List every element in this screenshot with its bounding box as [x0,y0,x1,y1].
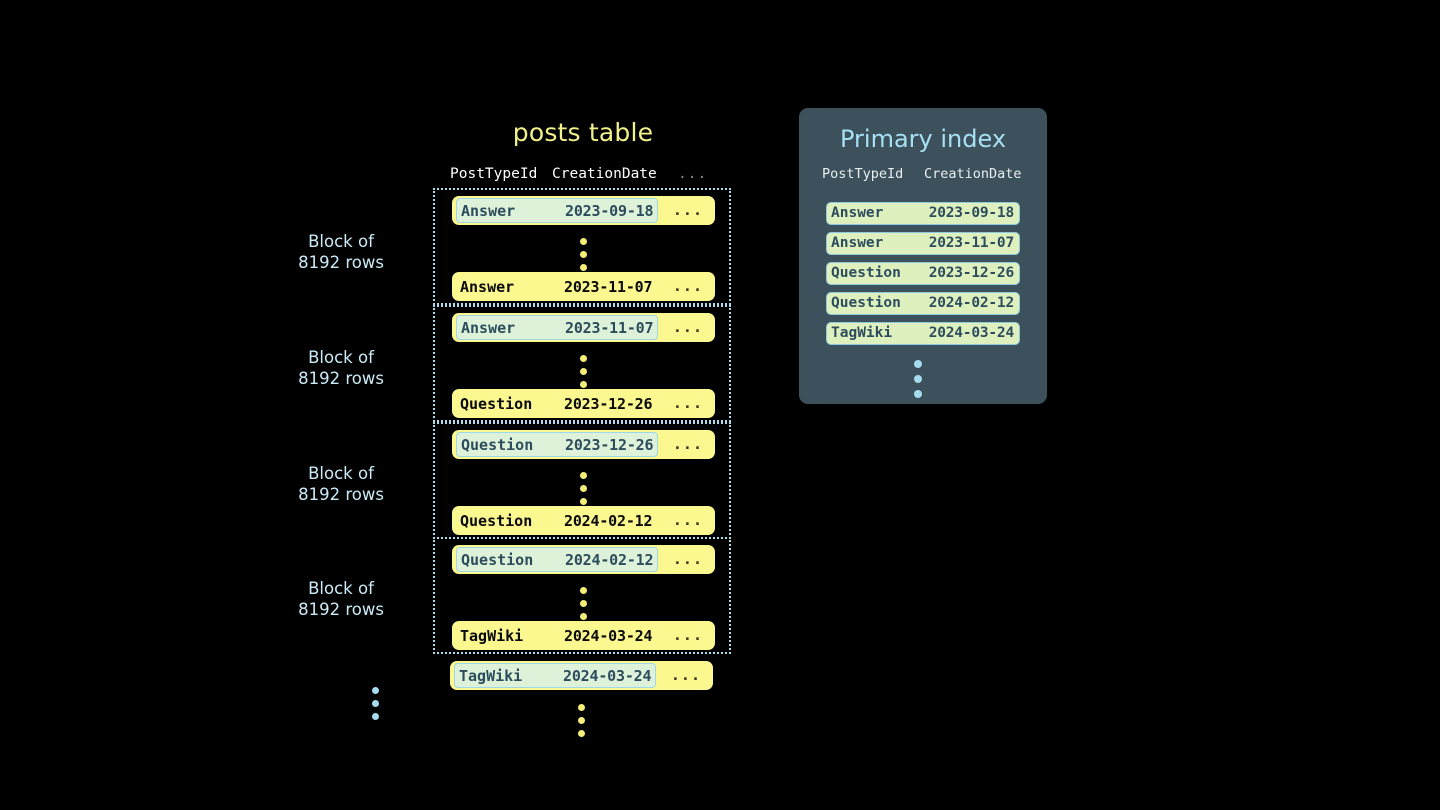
row-posttypeid: Question [460,394,533,413]
dot [580,264,587,271]
dot [372,713,379,720]
table-row: Answer 2023-09-18 ... [452,196,715,225]
index-entry-posttypeid: TagWiki [831,325,893,341]
dot [580,587,587,594]
table-row: Question 2024-02-12 ... [452,545,715,574]
dot [580,613,587,620]
row-ellipsis-vertical [580,472,590,511]
row-posttypeid: TagWiki [459,666,523,685]
row-creationdate: 2023-12-26 [564,394,653,413]
block-4: Question 2024-02-12 ... TagWiki 2024-03-… [433,537,731,654]
row-more-ellipsis: ... [672,277,703,295]
row-creationdate: 2024-03-24 [563,666,652,685]
column-header-more-ellipsis: ... [678,166,708,182]
dot [580,498,587,505]
row-creationdate: 2023-12-26 [565,435,654,454]
index-entry-creationdate: 2024-02-12 [928,295,1015,311]
block-1: Answer 2023-09-18 ... Answer 2023-11-07 … [433,188,731,305]
row-posttypeid: TagWiki [460,626,524,645]
index-continues-ellipsis [914,360,922,405]
row-posttypeid: Answer [461,318,516,337]
table-row: TagWiki 2024-03-24 ... [452,621,715,650]
table-row: Question 2023-12-26 ... [452,389,715,418]
blocks-continue-ellipsis [372,687,382,726]
row-ellipsis-vertical [580,238,590,277]
row-posttypeid: Question [461,550,534,569]
index-entry: Answer 2023-09-18 [826,202,1020,225]
index-column-header-creationdate: CreationDate [924,166,1022,182]
table-row: Question 2024-02-12 ... [452,506,715,535]
primary-index-title: Primary index [839,125,1007,153]
index-column-header-posttypeid: PostTypeId [822,166,904,182]
row-more-ellipsis: ... [672,318,703,336]
dot [914,375,922,383]
block-label-4: Block of 8192 rows [298,579,384,619]
dot [578,717,585,724]
row-more-ellipsis: ... [672,201,703,219]
index-entry-posttypeid: Question [831,265,901,281]
row-more-ellipsis: ... [672,435,703,453]
dot [580,251,587,258]
primary-index-column-headers: PostTypeId CreationDate [799,166,1047,186]
column-header-posttypeid: PostTypeId [450,166,538,182]
table-row: Question 2023-12-26 ... [452,430,715,459]
row-more-ellipsis: ... [672,511,703,529]
index-entry-creationdate: 2023-12-26 [928,265,1015,281]
table-row-trailing: TagWiki 2024-03-24 ... [450,661,713,690]
row-ellipsis-vertical [580,587,590,626]
table-row: Answer 2023-11-07 ... [452,272,715,301]
row-ellipsis-vertical [580,355,590,394]
index-entry: Question 2024-02-12 [826,292,1020,315]
row-creationdate: 2023-11-07 [565,318,654,337]
dot [580,600,587,607]
dot [580,238,587,245]
index-entry-creationdate: 2023-09-18 [928,205,1015,221]
row-creationdate: 2023-11-07 [564,277,653,296]
row-posttypeid: Question [460,511,533,530]
block-label-2: Block of 8192 rows [298,348,384,388]
primary-index-entry-list: Answer 2023-09-18 Answer 2023-11-07 Ques… [826,202,1020,352]
index-entry-creationdate: 2023-11-07 [928,235,1015,251]
table-row: Answer 2023-11-07 ... [452,313,715,342]
dot [580,355,587,362]
dot [580,368,587,375]
column-header-creationdate: CreationDate [552,166,657,182]
index-entry-creationdate: 2024-03-24 [928,325,1015,341]
dot [578,730,585,737]
row-creationdate: 2023-09-18 [565,201,654,220]
row-more-ellipsis: ... [672,626,703,644]
index-entry: TagWiki 2024-03-24 [826,322,1020,345]
row-more-ellipsis: ... [672,550,703,568]
dot [372,687,379,694]
block-label-3: Block of 8192 rows [298,464,384,504]
block-label-1: Block of 8192 rows [298,232,384,272]
row-creationdate: 2024-03-24 [564,626,653,645]
index-entry: Answer 2023-11-07 [826,232,1020,255]
row-creationdate: 2024-02-12 [565,550,654,569]
row-more-ellipsis: ... [670,666,701,684]
primary-index-panel: Primary index PostTypeId CreationDate An… [799,108,1047,404]
dot [580,485,587,492]
posts-table-title: posts table [512,118,654,147]
posts-table-column-headers: PostTypeId CreationDate ... [433,166,733,188]
dot [580,472,587,479]
row-more-ellipsis: ... [672,394,703,412]
table-continues-ellipsis [578,704,588,743]
dot [914,360,922,368]
index-entry: Question 2023-12-26 [826,262,1020,285]
block-3: Question 2023-12-26 ... Question 2024-02… [433,422,731,539]
dot [578,704,585,711]
dot [372,700,379,707]
index-entry-posttypeid: Answer [831,235,884,251]
row-posttypeid: Question [461,435,534,454]
row-posttypeid: Answer [461,201,516,220]
row-posttypeid: Answer [460,277,515,296]
dot [580,381,587,388]
row-creationdate: 2024-02-12 [564,511,653,530]
index-entry-posttypeid: Question [831,295,901,311]
index-entry-posttypeid: Answer [831,205,884,221]
dot [914,390,922,398]
block-2: Answer 2023-11-07 ... Question 2023-12-2… [433,305,731,422]
